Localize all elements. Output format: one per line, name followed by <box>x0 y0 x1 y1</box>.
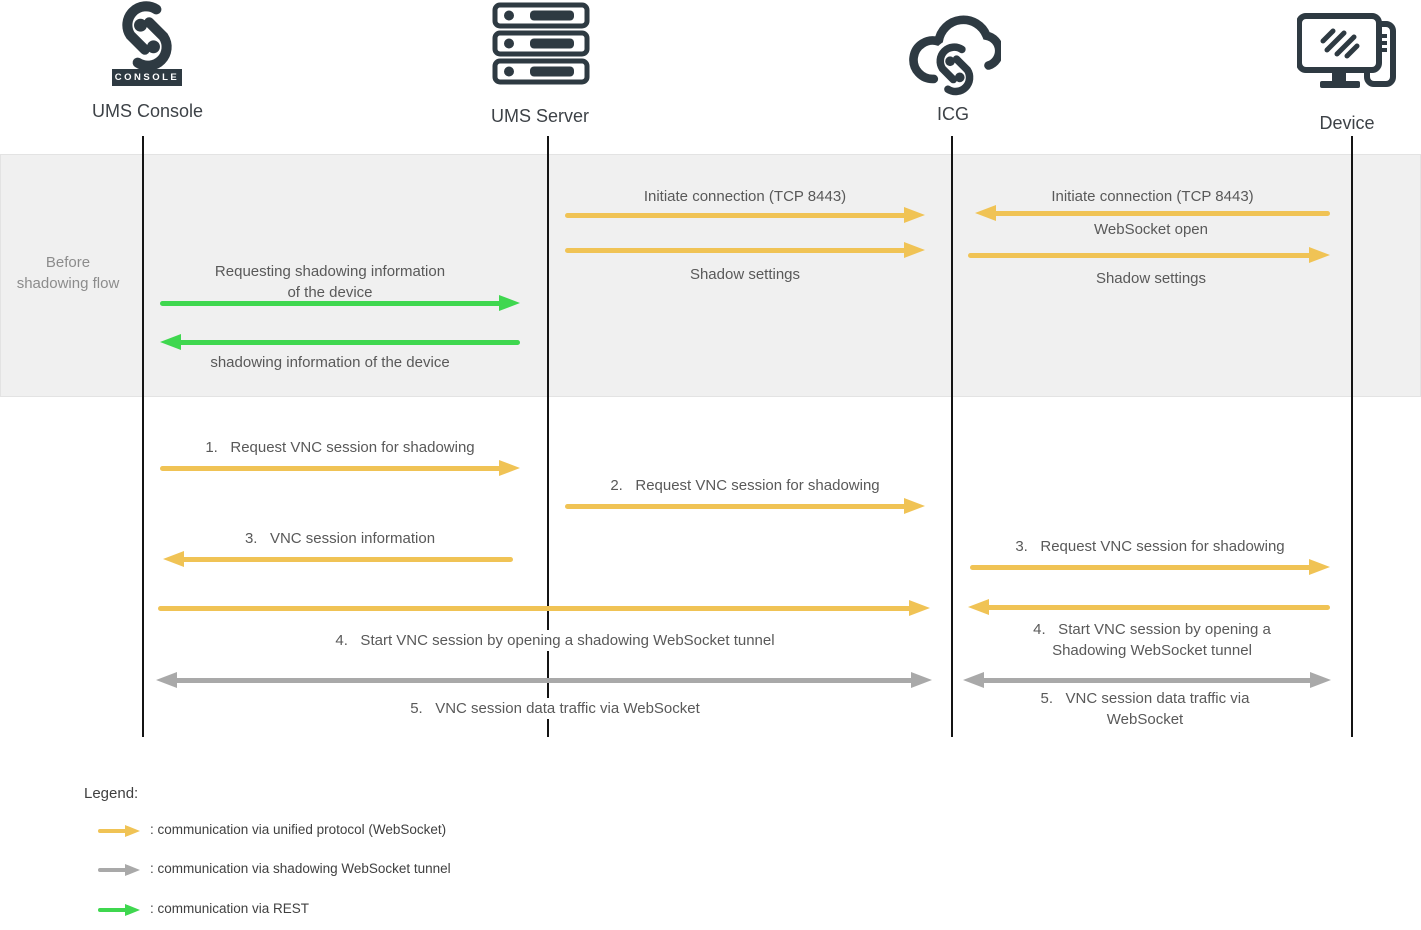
msg-step5-device: 5. VNC session data traffic via WebSocke… <box>1040 690 1254 728</box>
arrow-shadow-settings-server-icg <box>565 241 925 259</box>
actor-label-ums-console: UMS Console <box>91 101 204 121</box>
legend-item-rest: : communication via REST <box>150 901 310 916</box>
msg-step2: 2. Request VNC session for shadowing <box>610 477 880 494</box>
actor-label-ums-server: UMS Server <box>490 106 589 126</box>
arrow-request-shadowing-info <box>160 294 520 312</box>
legend-gray-arrow-icon <box>98 863 140 877</box>
msg-initiate-connection-server-icg: Initiate connection (TCP 8443) <box>643 188 847 205</box>
msg-shadowing-info-reply: shadowing information of the device <box>210 354 450 371</box>
arrow-websocket-open-icg-device <box>968 246 1330 264</box>
server-rack-icon <box>492 2 590 85</box>
msg-websocket-open: WebSocket open <box>1094 221 1208 238</box>
device-monitor-icon <box>1297 13 1396 88</box>
msg-step1: 1. Request VNC session for shadowing <box>205 439 475 456</box>
actor-label-device: Device <box>1319 113 1375 133</box>
arrow-step1-console-server <box>160 459 520 477</box>
msg-step3-vnc-info: 3. VNC session information <box>244 530 436 547</box>
arrow-step3-icg-device <box>970 558 1330 576</box>
arrow-initiate-connection-device-icg <box>975 204 1330 222</box>
msg-step3-request: 3. Request VNC session for shadowing <box>1015 538 1285 555</box>
legend-item-unified-protocol: : communication via unified protocol (We… <box>150 822 447 837</box>
arrow-step3-server-console <box>163 550 513 568</box>
actor-label-icg: ICG <box>936 104 969 124</box>
msg-request-shadowing-info: Requesting shadowing information of the … <box>214 263 450 301</box>
lifeline-icg <box>951 136 953 737</box>
msg-shadow-settings-server-icg: Shadow settings <box>689 266 801 283</box>
arrow-step4-device-icg <box>968 598 1330 616</box>
arrow-step2-server-icg <box>565 497 925 515</box>
arrow-step5-console-icg <box>156 671 932 689</box>
lifeline-device <box>1351 136 1353 737</box>
console-badge: CONSOLE <box>112 69 182 86</box>
legend-title: Legend: <box>84 785 139 802</box>
msg-step4-long: 4. Start VNC session by opening a shadow… <box>160 630 950 651</box>
legend-yellow-arrow-icon <box>98 824 140 838</box>
lifeline-ums-server <box>547 136 549 737</box>
msg-step4-device: 4. Start VNC session by opening a Shadow… <box>1033 621 1275 659</box>
msg-initiate-connection-device-icg: Initiate connection (TCP 8443) <box>1051 188 1254 205</box>
msg-shadow-settings-icg-device: Shadow settings <box>1095 270 1207 287</box>
legend-green-arrow-icon <box>98 903 140 917</box>
before-shadowing-band-label: Before shadowing flow <box>16 254 120 292</box>
before-shadowing-band <box>0 154 1421 397</box>
arrow-step4-console-icg <box>158 599 930 617</box>
msg-step5-long: 5. VNC session data traffic via WebSocke… <box>160 698 950 719</box>
lifeline-ums-console <box>142 136 144 737</box>
arrow-initiate-connection-server-icg <box>565 206 925 224</box>
icg-cloud-icon <box>909 15 1001 100</box>
ums-console-chain-icon <box>122 1 172 71</box>
arrow-shadowing-info-reply <box>160 333 520 351</box>
arrow-step5-icg-device <box>963 671 1331 689</box>
legend-item-websocket-tunnel: : communication via shadowing WebSocket … <box>150 861 451 876</box>
